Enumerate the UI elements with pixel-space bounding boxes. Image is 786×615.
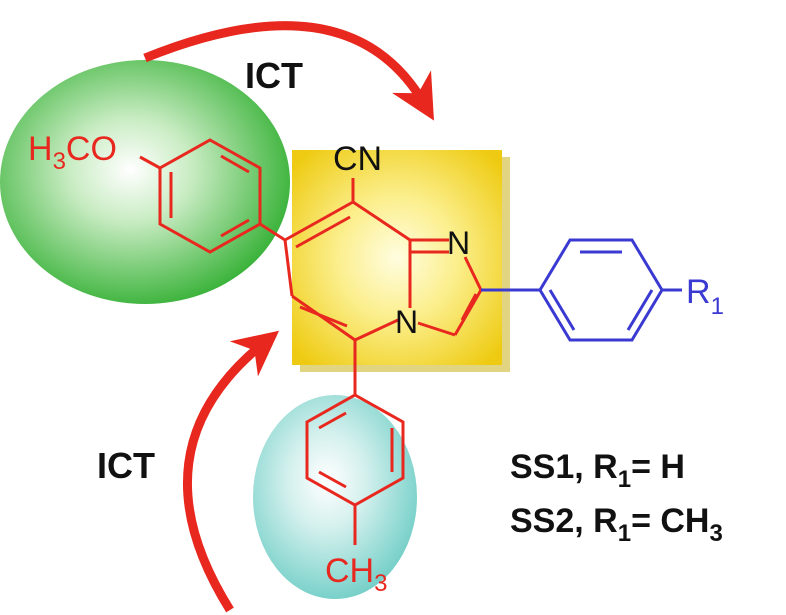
r1-label: R1	[686, 273, 724, 320]
ict-arrow-top	[143, 21, 435, 121]
compound-ss2: SS2, R1= CH3	[510, 502, 723, 547]
compound-ss1: SS1, R1= H	[510, 448, 685, 493]
imidazopyridine-core	[283, 178, 483, 395]
cyano-label: CN	[333, 140, 382, 178]
ict-arrow-bottom	[182, 330, 280, 613]
donor-sphere-cyan	[253, 395, 417, 599]
ict-label-top: ICT	[245, 55, 303, 96]
methoxy-label: H3CO	[28, 130, 117, 175]
ring-n-upper: N	[447, 225, 470, 261]
acceptor-box	[292, 150, 502, 365]
ring-n-bridge: N	[395, 304, 418, 340]
methyl-label: CH3	[325, 552, 387, 597]
ict-label-bottom: ICT	[97, 445, 155, 486]
methoxyphenyl-ring	[139, 138, 286, 254]
donor-sphere-green	[0, 60, 290, 304]
aryl-ring-r1	[481, 238, 682, 342]
tolyl-ring	[305, 393, 405, 545]
